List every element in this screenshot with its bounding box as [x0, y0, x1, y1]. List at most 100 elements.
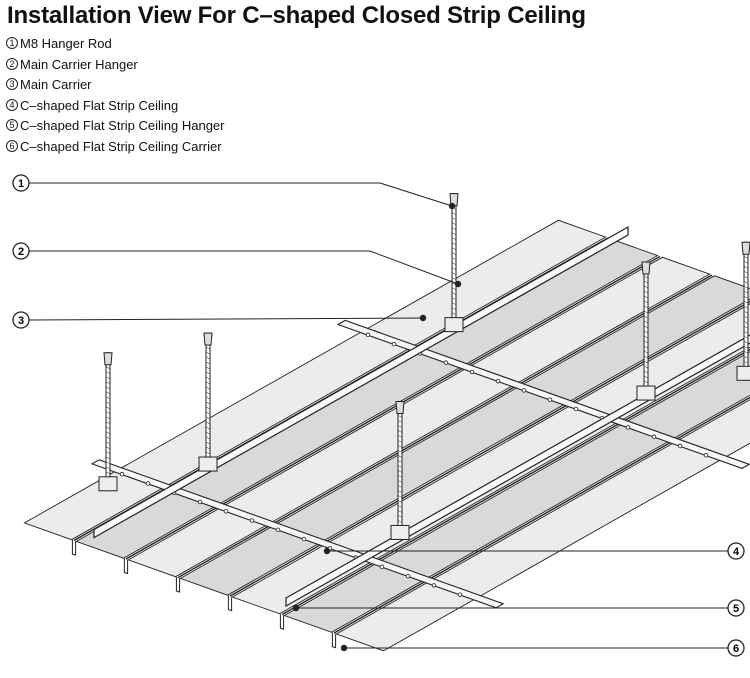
rod-thread [643, 340, 649, 344]
rod-thread [451, 297, 457, 300]
rod-thread [743, 361, 749, 364]
rod-thread [397, 435, 403, 438]
rod-thread [643, 375, 649, 379]
rod-thread [643, 310, 649, 314]
rod-thread [743, 351, 749, 354]
rod-thread [397, 485, 403, 488]
rod-thread [205, 351, 211, 355]
rod-thread [743, 261, 749, 264]
rod-thread [105, 446, 111, 450]
rod-thread [105, 386, 111, 390]
rod-thread [643, 305, 649, 309]
carrier-hook [365, 332, 371, 338]
rod-thread [105, 466, 111, 470]
rod-thread [205, 416, 211, 420]
rod-thread [451, 217, 457, 220]
rod-nut [103, 352, 113, 366]
rod-thread [397, 430, 403, 433]
legend-number: 1 [6, 37, 18, 49]
rod-thread [451, 312, 457, 315]
carrier-hook [677, 443, 683, 449]
legend-number: 2 [6, 57, 18, 70]
callout-6: 6 [727, 639, 745, 657]
legend-label: C–shaped Flat Strip Ceiling Carrier [20, 138, 222, 154]
rod-thread [205, 421, 211, 425]
strip-groove [125, 255, 661, 560]
rod-thread [743, 306, 749, 309]
callout-2: 2 [12, 242, 30, 260]
hanger-rods [98, 193, 750, 540]
callout-6-number: 6 [733, 643, 739, 655]
rod-thread [451, 257, 457, 260]
callout-3-dot [419, 314, 427, 322]
rod-thread [451, 272, 457, 275]
carrier-hook [457, 592, 463, 597]
callout-1-leader [29, 182, 453, 207]
rod-thread [743, 266, 749, 269]
rod-thread [397, 415, 403, 418]
rod-thread [643, 290, 649, 294]
rod-thread [451, 227, 457, 230]
rod-thread [743, 286, 749, 289]
carrier-hook [495, 378, 501, 384]
carrier-hook [469, 369, 475, 375]
rod-thread [105, 461, 111, 465]
legend-number: 6 [6, 139, 18, 152]
main-carrier-hanger [390, 524, 410, 540]
rod-thread [743, 296, 749, 299]
rod-thread [643, 355, 649, 359]
rod-thread [643, 315, 649, 319]
rod-thread [643, 335, 649, 339]
rod-nut [741, 241, 750, 255]
carrier-hook [703, 453, 709, 458]
strip-groove [229, 300, 750, 597]
rod-thread [205, 361, 211, 365]
rod-thread [105, 471, 111, 475]
rod-thread [643, 345, 649, 349]
callout-5: 5 [727, 599, 745, 617]
rod-thread [451, 242, 457, 245]
rod-thread [643, 275, 649, 279]
rod-thread [451, 212, 457, 215]
ceiling-strip [127, 256, 711, 578]
rod-thread [451, 247, 457, 250]
main-carrier-hanger [636, 385, 656, 401]
carrier-hook [119, 472, 125, 477]
rod-thread [205, 381, 211, 385]
rod-thread [397, 510, 403, 513]
rod-thread [205, 446, 211, 450]
legend-label: C–shaped Flat Strip Ceiling Hanger [20, 118, 225, 133]
ceiling-strip [283, 351, 750, 633]
rod-thread [397, 505, 403, 508]
rod-thread [743, 331, 749, 334]
rod-thread [451, 237, 457, 240]
callout-1-dot [448, 202, 456, 210]
ceiling-strips [23, 219, 750, 652]
rod-thread [397, 465, 403, 468]
strip-groove [333, 396, 750, 634]
rod-thread [451, 232, 457, 235]
rod-thread [643, 365, 649, 369]
rod-thread [205, 346, 211, 350]
carrier-hook [249, 518, 255, 523]
carrier-hook [625, 425, 631, 430]
main-carrier-hanger [98, 476, 118, 492]
rod-thread [743, 311, 749, 314]
rod-thread [397, 450, 403, 453]
callout-1: 1 [12, 174, 30, 192]
rod-thread [205, 411, 211, 415]
rod-thread [451, 277, 457, 280]
carrier-hook [301, 536, 307, 542]
rod-thread [451, 302, 457, 305]
carrier-hook [443, 360, 449, 365]
rod-thread [643, 330, 649, 334]
rod-thread [743, 291, 749, 294]
callout-3-leader [28, 317, 424, 321]
legend-number: 4 [6, 98, 18, 111]
callout-4-dot [323, 547, 331, 555]
rod-thread [743, 336, 749, 339]
rod-thread [205, 441, 211, 445]
